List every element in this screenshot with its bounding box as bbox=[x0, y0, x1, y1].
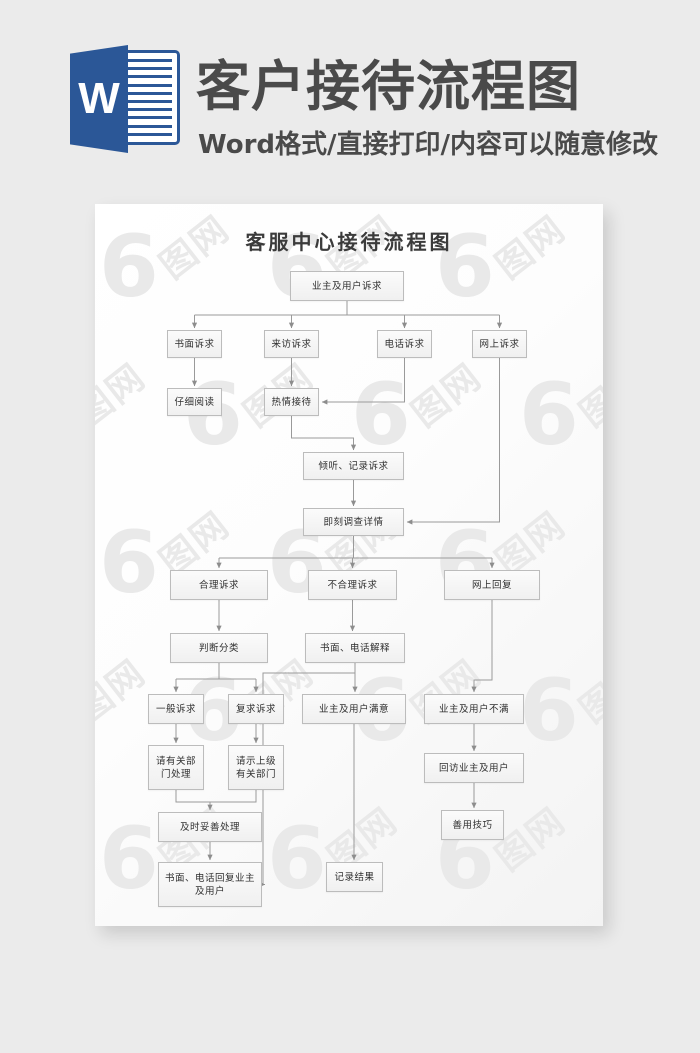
word-letter-icon: W bbox=[78, 74, 120, 123]
banner-subtitle: Word格式/直接打印/内容可以随意修改 bbox=[198, 130, 659, 160]
flow-node-label: 业主及用户诉求 bbox=[311, 280, 382, 292]
flow-node-label: 即刻调查详情 bbox=[323, 516, 384, 528]
flow-node: 倾听、记录诉求 bbox=[303, 452, 404, 480]
flow-node: 书面、电话回复业主及用户 bbox=[158, 862, 262, 907]
banner-title: 客户接待流程图 bbox=[196, 55, 581, 118]
flow-node-label: 热情接待 bbox=[271, 396, 312, 408]
flow-node: 业主及用户诉求 bbox=[290, 271, 404, 301]
flow-node: 来访诉求 bbox=[264, 330, 319, 358]
flow-node: 业主及用户满意 bbox=[302, 694, 406, 724]
flow-node: 请有关部门处理 bbox=[148, 745, 204, 790]
flowchart-nodes: 业主及用户诉求书面诉求 来访诉求 电话诉求 网上诉求仔细阅读 热情接待倾听、记录诉求即刻… bbox=[95, 204, 603, 926]
word-document-icon: W bbox=[70, 45, 182, 153]
flow-node: 业主及用户不满 bbox=[424, 694, 524, 724]
flow-node-label: 来访诉求 bbox=[271, 338, 312, 350]
flow-node: 判断分类 bbox=[170, 633, 268, 663]
flow-node-label: 网上回复 bbox=[471, 579, 512, 591]
flow-node: 记录结果 bbox=[326, 862, 383, 892]
flow-node: 请示上级有关部门 bbox=[228, 745, 284, 790]
flow-node-label: 网上诉求 bbox=[479, 338, 520, 350]
flow-node: 善用技巧 bbox=[441, 810, 504, 840]
flow-node-label: 善用技巧 bbox=[452, 819, 493, 831]
flow-node: 即刻调查详情 bbox=[303, 508, 404, 536]
flow-node-label: 业主及用户不满 bbox=[438, 703, 509, 715]
flow-node-label: 及时妥善处理 bbox=[179, 821, 240, 833]
flow-node-label: 回访业主及用户 bbox=[438, 762, 509, 774]
flow-node-label: 记录结果 bbox=[334, 871, 375, 883]
flow-node: 合理诉求 bbox=[170, 570, 268, 600]
doc-lines-icon bbox=[122, 59, 172, 137]
flow-node-label: 合理诉求 bbox=[198, 579, 239, 591]
header-banner: W 客户接待流程图 Word格式/直接打印/内容可以随意修改 bbox=[0, 0, 700, 182]
flow-node: 不合理诉求 bbox=[308, 570, 397, 600]
flow-node-label: 复求诉求 bbox=[235, 703, 276, 715]
flow-node-label: 电话诉求 bbox=[384, 338, 425, 350]
flow-node-label: 业主及用户满意 bbox=[318, 703, 389, 715]
connector bbox=[175, 790, 257, 803]
flow-node-label: 书面、电话解释 bbox=[319, 642, 390, 654]
flow-node: 回访业主及用户 bbox=[424, 753, 524, 783]
flow-node-label: 仔细阅读 bbox=[174, 396, 215, 408]
flow-node: 仔细阅读 bbox=[167, 388, 222, 416]
page-title: 客服中心接待流程图 bbox=[245, 230, 453, 254]
flow-node: 一般诉求 bbox=[148, 694, 204, 724]
flow-node-label: 不合理诉求 bbox=[327, 579, 378, 591]
flow-node-label: 书面诉求 bbox=[174, 338, 215, 350]
document-page: 6图网6图网6图网6图网6图网6图网6图网6图网6图网6图网6图网6图网6图网6… bbox=[95, 204, 603, 926]
flow-node: 及时妥善处理 bbox=[158, 812, 262, 842]
flow-node-label: 书面、电话回复业主及用户 bbox=[164, 872, 255, 897]
flow-node: 网上诉求 bbox=[472, 330, 527, 358]
word-flap-icon bbox=[70, 45, 128, 153]
flow-node-label: 判断分类 bbox=[198, 642, 239, 654]
connector bbox=[406, 358, 500, 525]
flow-node-label: 请示上级有关部门 bbox=[235, 755, 276, 780]
flow-node: 电话诉求 bbox=[377, 330, 432, 358]
flow-node-label: 倾听、记录诉求 bbox=[318, 460, 389, 472]
flow-node-label: 请有关部门处理 bbox=[155, 755, 196, 780]
connector bbox=[321, 358, 405, 405]
flow-node: 书面诉求 bbox=[167, 330, 222, 358]
flow-node: 网上回复 bbox=[444, 570, 540, 600]
flow-node: 书面、电话解释 bbox=[305, 633, 405, 663]
flow-node-label: 一般诉求 bbox=[155, 703, 196, 715]
flow-node: 复求诉求 bbox=[228, 694, 284, 724]
flow-node: 热情接待 bbox=[264, 388, 319, 416]
connector bbox=[291, 416, 357, 451]
connector bbox=[471, 600, 493, 693]
